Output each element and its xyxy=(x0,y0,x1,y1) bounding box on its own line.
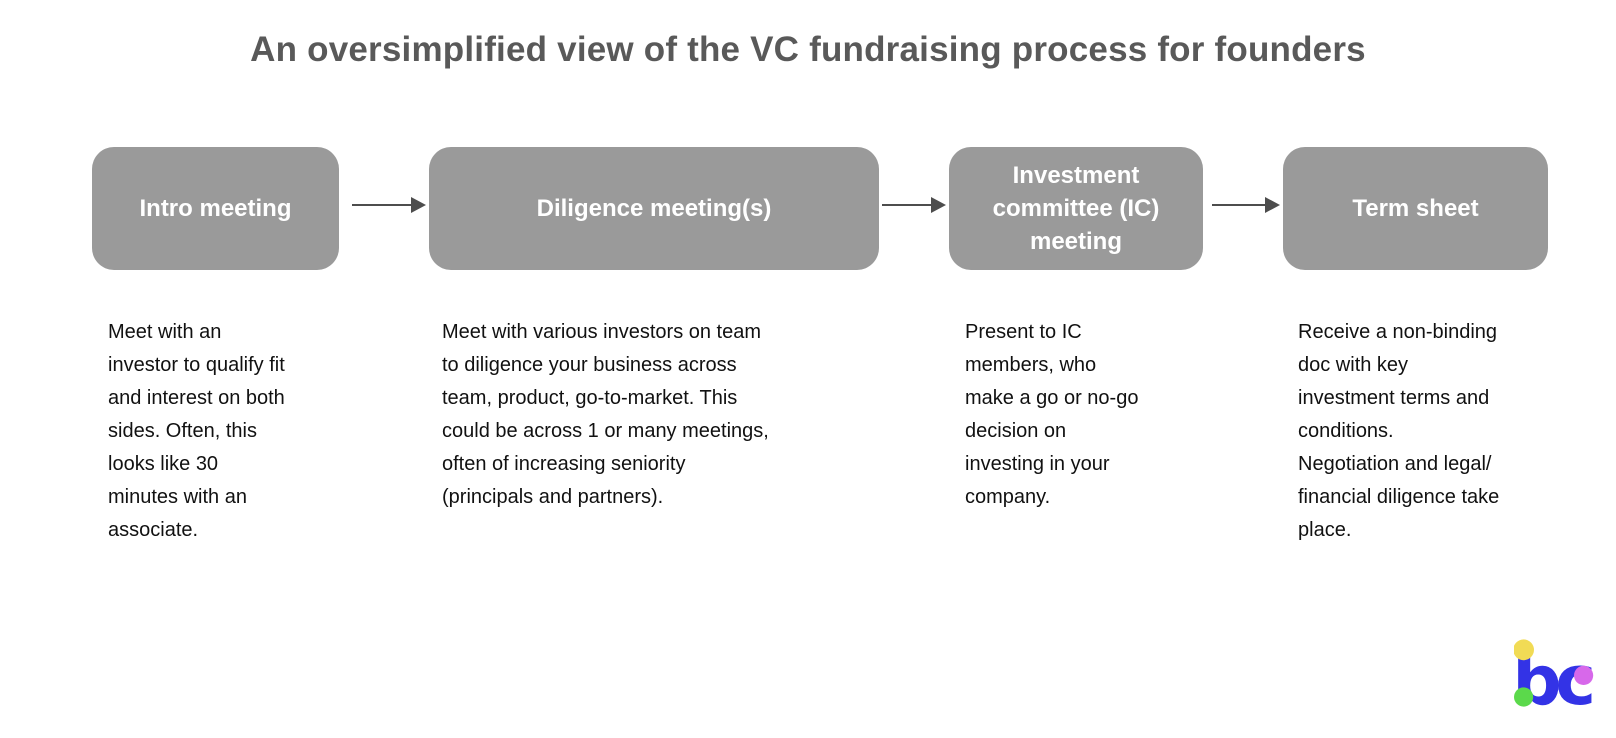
logo-magenta-dot-icon xyxy=(1574,665,1594,685)
step-box-intro-meeting: Intro meeting xyxy=(92,147,339,270)
step-label: Diligence meeting(s) xyxy=(536,195,772,222)
step-box-term-sheet: Term sheet xyxy=(1283,147,1548,270)
arrow-line xyxy=(882,204,931,206)
arrow-line xyxy=(1212,204,1265,206)
arrow-head-icon xyxy=(411,197,426,213)
step-description-term-sheet: Receive a non-binding doc with key inves… xyxy=(1298,321,1500,541)
bc-logo-icon: bc xyxy=(1514,639,1594,717)
step-description-ic-meeting: Present to IC members, who make a go or … xyxy=(965,321,1139,508)
page-title: An oversimplified view of the VC fundrai… xyxy=(250,30,1366,69)
flow-arrow xyxy=(882,197,946,213)
step-label: Investment committee (IC) meeting xyxy=(992,162,1160,255)
logo-yellow-dot-icon xyxy=(1514,639,1534,661)
step-description-intro-meeting: Meet with an investor to qualify fit and… xyxy=(108,321,285,541)
step-label: Intro meeting xyxy=(139,195,292,222)
arrow-head-icon xyxy=(1265,197,1280,213)
step-label: Term sheet xyxy=(1352,195,1479,222)
arrow-line xyxy=(352,204,411,206)
step-description-diligence-meetings: Meet with various investors on team to d… xyxy=(442,321,769,508)
step-box-ic-meeting: Investment committee (IC) meeting xyxy=(949,147,1203,270)
flow-arrow xyxy=(352,197,426,213)
arrow-head-icon xyxy=(931,197,946,213)
logo-green-dot-icon xyxy=(1514,687,1534,707)
step-box-diligence-meetings: Diligence meeting(s) xyxy=(429,147,879,270)
flow-arrow xyxy=(1212,197,1280,213)
